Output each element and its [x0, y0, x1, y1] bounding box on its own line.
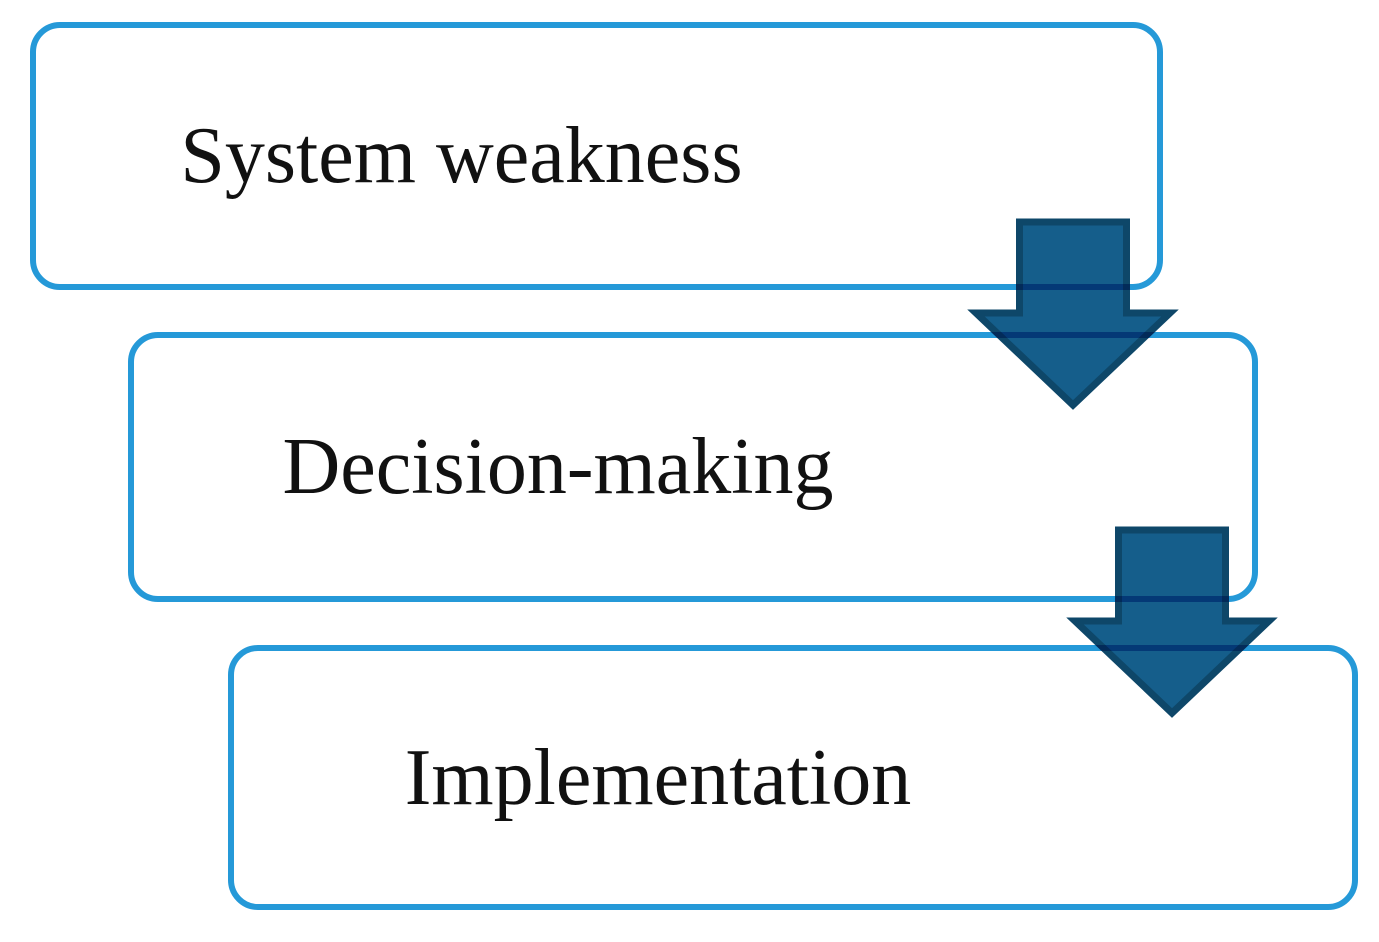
step-label-system-weakness: System weakness — [180, 112, 743, 200]
step-box-decision-making: Decision-making — [128, 332, 1258, 602]
step-label-implementation: Implementation — [404, 733, 912, 822]
step-box-system-weakness: System weakness — [30, 22, 1163, 290]
step-label-decision-making: Decision-making — [282, 423, 834, 511]
step-box-implementation: Implementation — [228, 645, 1358, 910]
